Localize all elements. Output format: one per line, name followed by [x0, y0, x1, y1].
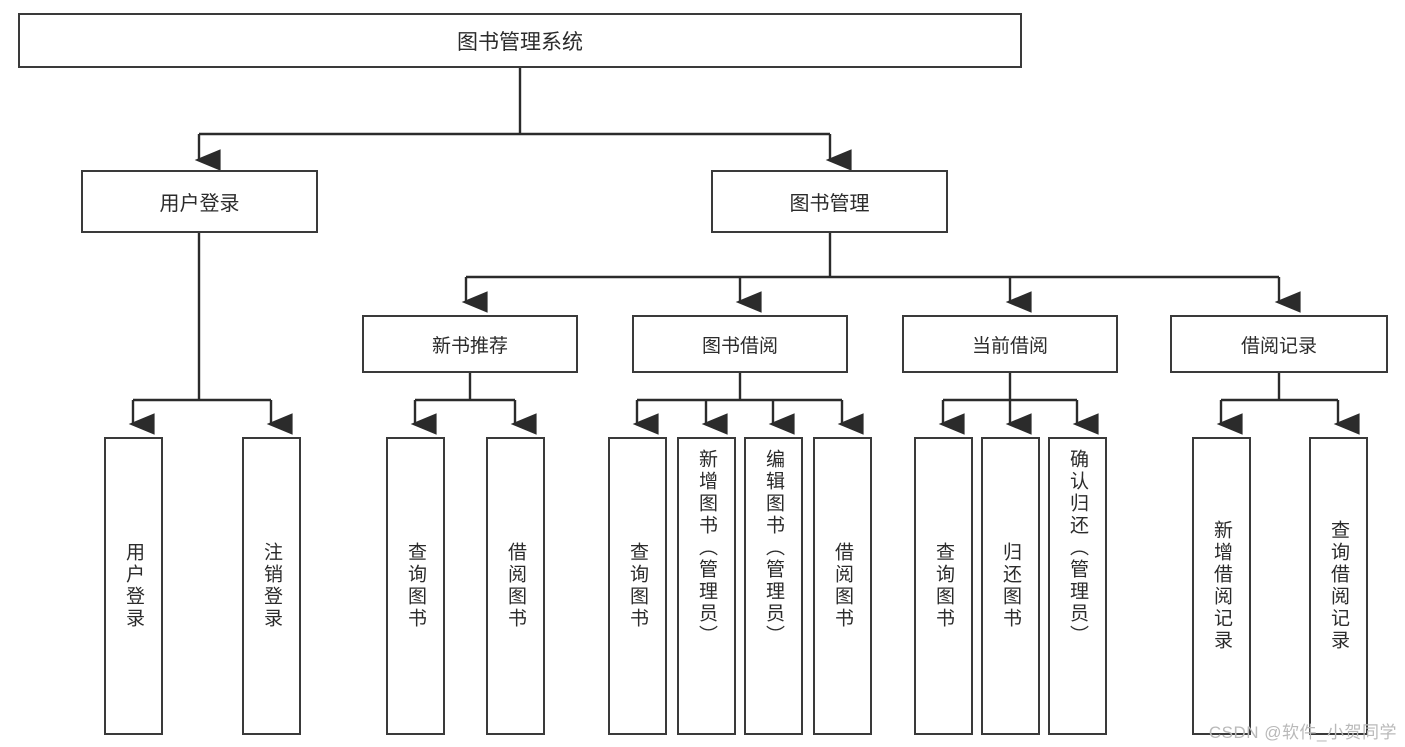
node-label: 编辑图书（管理员） — [763, 449, 784, 647]
edges-borrow-to-leaves — [632, 373, 864, 435]
edges-bookmgmt-to-level3 — [461, 233, 1301, 313]
node-label: 用户登录 — [159, 193, 240, 215]
leaf-return-book[interactable]: 归还图书 — [981, 437, 1040, 735]
node-label: 查询图书 — [627, 542, 648, 630]
node-book-management[interactable]: 图书管理 — [711, 170, 948, 233]
leaf-borrow-book-newbook[interactable]: 借阅图书 — [486, 437, 545, 735]
node-label: 新增图书（管理员） — [696, 449, 717, 647]
leaf-add-book-admin[interactable]: 新增图书（管理员） — [677, 437, 736, 735]
node-label: 图书管理 — [789, 193, 870, 215]
leaf-confirm-return-admin[interactable]: 确认归还（管理员） — [1048, 437, 1107, 735]
node-root-library-system[interactable]: 图书管理系统 — [18, 13, 1022, 68]
node-book-borrow[interactable]: 图书借阅 — [632, 315, 848, 373]
node-label: 借阅图书 — [832, 542, 853, 630]
leaf-logout[interactable]: 注销登录 — [242, 437, 301, 735]
node-current-borrow[interactable]: 当前借阅 — [902, 315, 1118, 373]
node-label: 查询图书 — [405, 542, 426, 630]
leaf-add-borrow-record[interactable]: 新增借阅记录 — [1192, 437, 1251, 735]
node-borrow-record[interactable]: 借阅记录 — [1170, 315, 1388, 373]
node-user-login[interactable]: 用户登录 — [81, 170, 318, 233]
node-label: 用户登录 — [123, 542, 144, 630]
leaf-user-login[interactable]: 用户登录 — [104, 437, 163, 735]
leaf-query-borrow-record[interactable]: 查询借阅记录 — [1309, 437, 1368, 735]
edges-record-to-leaves — [1216, 373, 1360, 435]
leaf-edit-book-admin[interactable]: 编辑图书（管理员） — [744, 437, 803, 735]
edges-root-to-level2 — [194, 68, 852, 171]
leaf-borrow-book[interactable]: 借阅图书 — [813, 437, 872, 735]
node-label: 确认归还（管理员） — [1067, 449, 1088, 647]
node-label: 新增借阅记录 — [1211, 520, 1232, 652]
node-label: 图书借阅 — [701, 335, 778, 357]
node-label: 当前借阅 — [971, 335, 1048, 357]
node-label: 注销登录 — [261, 542, 282, 630]
leaf-query-book-borrow[interactable]: 查询图书 — [608, 437, 667, 735]
leaf-query-book-current[interactable]: 查询图书 — [914, 437, 973, 735]
edges-current-to-leaves — [938, 373, 1099, 435]
node-label: 图书管理系统 — [457, 30, 583, 54]
node-label: 归还图书 — [1000, 542, 1021, 630]
edges-newbook-to-leaves — [410, 373, 537, 435]
node-label: 新书推荐 — [431, 335, 508, 357]
node-label: 借阅记录 — [1240, 335, 1317, 357]
node-label: 查询图书 — [933, 542, 954, 630]
node-new-book-recommend[interactable]: 新书推荐 — [362, 315, 578, 373]
leaf-query-book-newbook[interactable]: 查询图书 — [386, 437, 445, 735]
edges-userlogin-to-leaves — [128, 233, 293, 435]
node-label: 借阅图书 — [505, 542, 526, 630]
node-label: 查询借阅记录 — [1328, 520, 1349, 652]
